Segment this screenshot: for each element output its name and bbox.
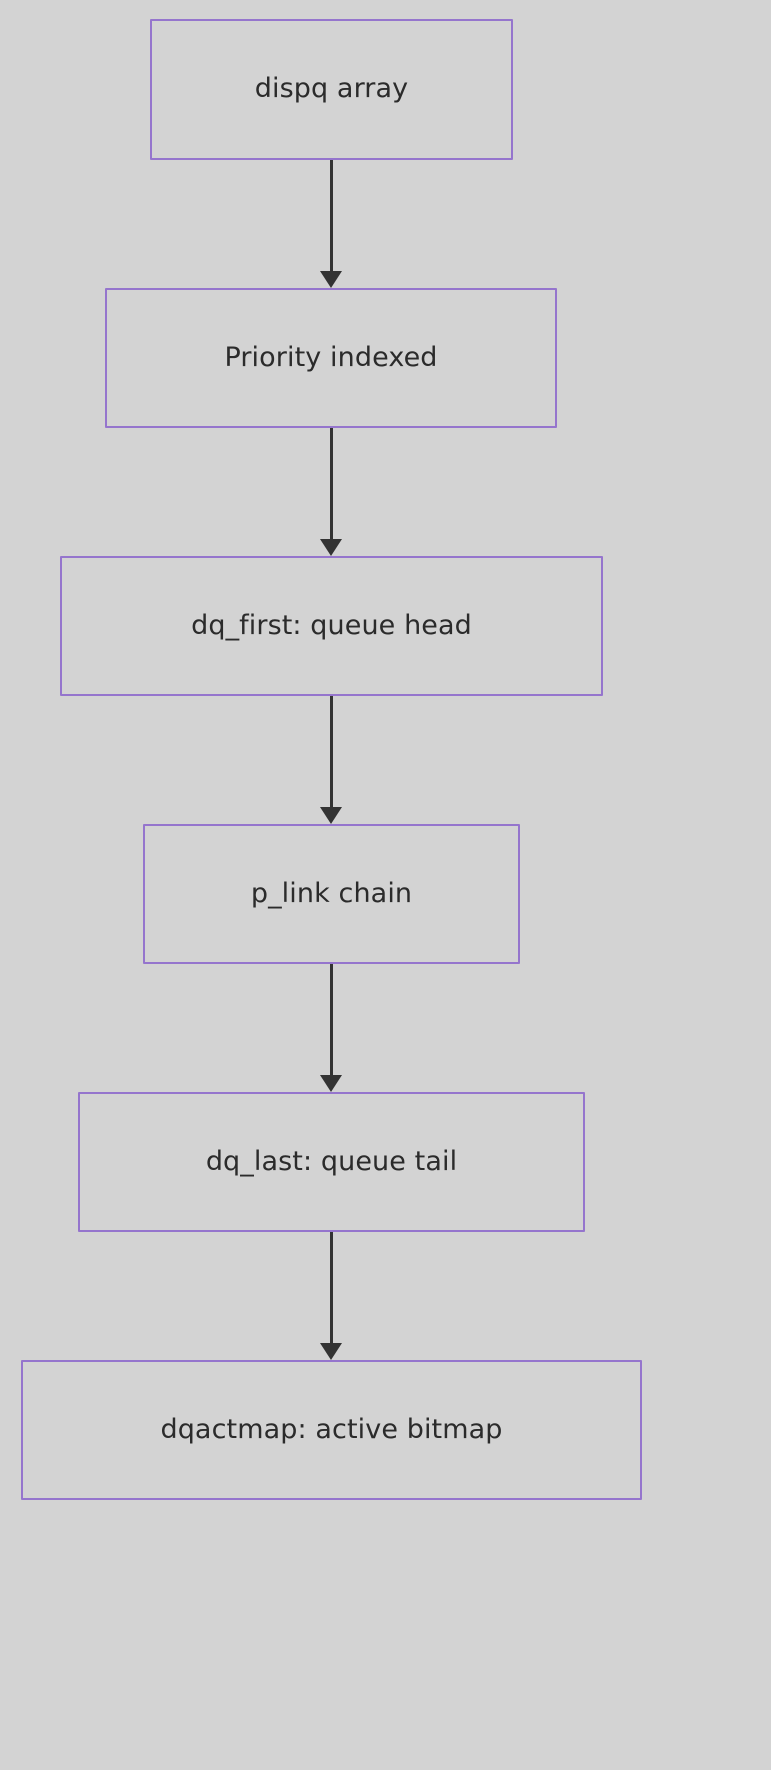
arrowhead-icon	[320, 807, 342, 824]
edge-line	[329, 696, 333, 807]
flow-node-n1[interactable]: dispq array	[150, 19, 513, 160]
arrowhead-icon	[320, 271, 342, 288]
flow-node-label: dq_last: queue tail	[205, 1145, 458, 1177]
flow-node-n6[interactable]: dqactmap: active bitmap	[21, 1360, 642, 1500]
flow-node-n5[interactable]: dq_last: queue tail	[78, 1092, 585, 1232]
flow-node-n2[interactable]: Priority indexed	[105, 288, 557, 428]
arrowhead-icon	[320, 539, 342, 556]
arrowhead-icon	[320, 1343, 342, 1360]
edge-line	[329, 1232, 333, 1343]
flow-node-n4[interactable]: p_link chain	[143, 824, 520, 964]
edge-line	[329, 160, 333, 271]
edge-line	[329, 428, 333, 539]
flow-node-label: dq_first: queue head	[191, 609, 472, 641]
flow-node-label: dispq array	[254, 73, 409, 105]
arrowhead-icon	[320, 1075, 342, 1092]
flow-node-label: dqactmap: active bitmap	[160, 1413, 503, 1445]
flow-node-n3[interactable]: dq_first: queue head	[60, 556, 603, 696]
flow-node-label: p_link chain	[250, 877, 413, 909]
flow-node-label: Priority indexed	[224, 341, 438, 373]
edge-line	[329, 964, 333, 1075]
